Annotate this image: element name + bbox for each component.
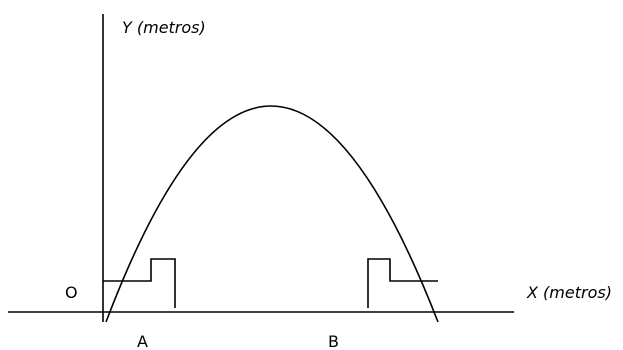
y-axis-label: Y (metros) <box>122 18 206 37</box>
point-a-label: A <box>137 332 148 350</box>
origin-label: O <box>65 283 78 302</box>
point-b-label: B <box>328 332 339 350</box>
trajectory-curve <box>105 105 439 323</box>
x-axis-label: X (metros) <box>526 283 612 302</box>
left-platform <box>103 258 176 308</box>
right-platform <box>367 258 438 308</box>
